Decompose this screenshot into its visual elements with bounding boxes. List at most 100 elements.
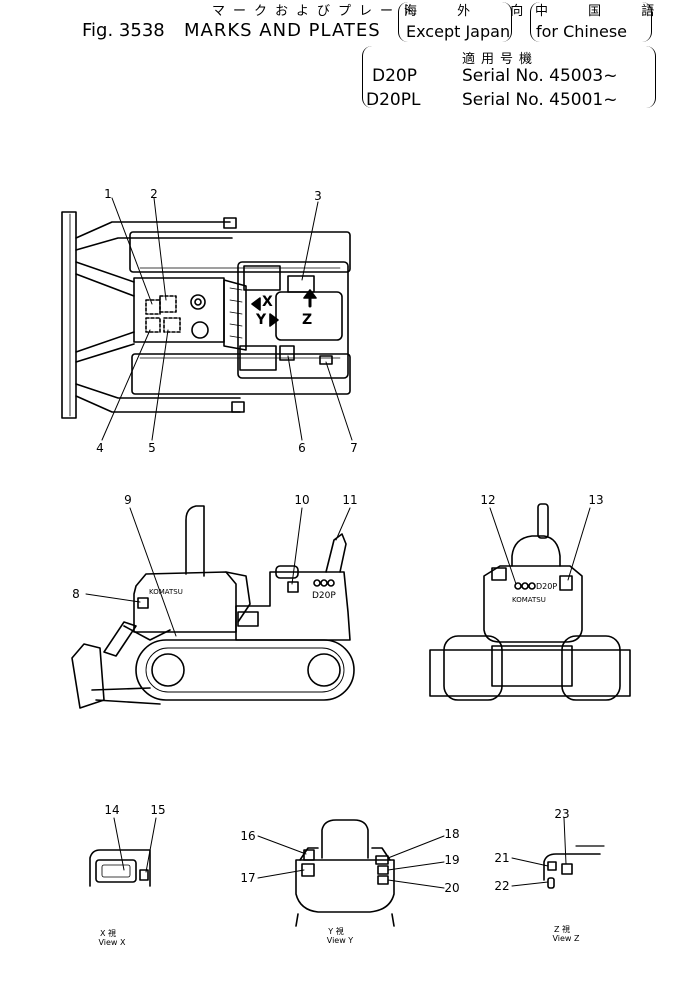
plate-4-location [145, 317, 161, 333]
plate-6-location [279, 345, 295, 361]
plate-5-location [163, 317, 181, 333]
view-x-jp: X 視 [100, 929, 116, 938]
callout-10: 10 [294, 493, 309, 507]
blade-side [71, 643, 105, 709]
applicable-models-jp: 適用号機 [462, 52, 539, 67]
blade-rear [429, 649, 631, 697]
plate-1-location [145, 299, 161, 315]
plate-20-location [377, 875, 389, 885]
view-y-jp: Y 視 [327, 927, 343, 936]
serial-1: Serial No. 45003~ [462, 66, 618, 86]
marker-z: Z [302, 312, 312, 328]
callout-22: 22 [494, 879, 509, 893]
track-side [135, 639, 355, 701]
track-left [129, 231, 351, 273]
rear-brand-plate: KOMATSU [512, 596, 546, 604]
callout-2: 2 [150, 187, 158, 201]
exhaust-stack [185, 505, 205, 577]
model-1: D20P [372, 66, 417, 86]
push-arm-upper [75, 221, 233, 251]
view-x-label: View X [98, 938, 126, 947]
cab-top [237, 261, 349, 379]
track-right [131, 353, 351, 395]
track-rear-right [561, 635, 621, 701]
rear-body [483, 565, 583, 643]
hood-side [133, 571, 237, 633]
view-y-label: View Y [327, 936, 354, 945]
except-japan-label: Except Japan [406, 22, 511, 41]
title-japanese: マークおよびプレート [212, 4, 423, 19]
callout-12: 12 [480, 493, 495, 507]
callout-11: 11 [342, 493, 357, 507]
plate-3-location [287, 275, 315, 293]
plate-13-location [559, 575, 573, 591]
callout-1: 1 [104, 187, 112, 201]
serial-bracket [362, 46, 656, 108]
hood-brand-plate: KOMATSU [149, 588, 183, 596]
callout-13: 13 [588, 493, 603, 507]
view-z-detail [543, 845, 605, 889]
page-title: MARKS AND PLATES [184, 20, 381, 41]
plate-8-location [137, 597, 149, 609]
callout-15: 15 [150, 803, 165, 817]
view-z-jp: Z 視 [554, 925, 570, 934]
callout-5: 5 [148, 441, 156, 455]
rear-body-y [295, 859, 395, 913]
except-japan-jp: 海 外 向 [404, 4, 542, 19]
figure-number: Fig. 3538 [82, 20, 165, 41]
view-z-label: View Z [552, 934, 580, 943]
marker-x: X [262, 294, 273, 310]
callout-8: 8 [72, 587, 80, 601]
plate-21-location [547, 861, 557, 871]
callout-20: 20 [444, 881, 459, 895]
serial-2: Serial No. 45001~ [462, 90, 618, 110]
rear-frame [491, 645, 573, 687]
callout-21: 21 [494, 851, 509, 865]
callout-9: 9 [124, 493, 132, 507]
view-y-arrow [269, 313, 279, 327]
callout-3: 3 [314, 189, 322, 203]
plate-19-location [377, 865, 389, 875]
seat-rear [511, 535, 561, 567]
marker-y: Y [255, 312, 267, 328]
callout-18: 18 [444, 827, 459, 841]
leader-lines [85, 197, 591, 889]
view-x-arrow [251, 297, 261, 311]
callout-14: 14 [104, 803, 119, 817]
plate-2-location [159, 295, 177, 313]
callout-16: 16 [240, 829, 255, 843]
seat-back-side [325, 533, 347, 573]
plate-22-location [547, 877, 555, 889]
view-y-detail [295, 819, 395, 927]
callout-7: 7 [350, 441, 358, 455]
chinese-bracket [530, 2, 652, 42]
callout-4: 4 [96, 441, 104, 455]
filler-cap [190, 294, 206, 310]
callout-6: 6 [298, 441, 306, 455]
callout-19: 19 [444, 853, 459, 867]
except-japan-bracket [398, 2, 512, 42]
plate-23-location [561, 863, 573, 875]
plate-15-location [139, 869, 149, 881]
push-arm-lower [75, 383, 241, 413]
plate-16-location [303, 849, 315, 861]
callout-17: 17 [240, 871, 255, 885]
chinese-label: for Chinese [536, 22, 628, 41]
plate-7-location [319, 355, 333, 365]
rear-view [429, 503, 631, 701]
rear-model-plate: D20P [536, 582, 557, 591]
rear-body-side [235, 571, 351, 641]
plate-18-location [375, 855, 389, 865]
top-view [61, 211, 351, 419]
callout-23: 23 [554, 807, 569, 821]
side-model-plate: D20P [312, 591, 336, 601]
chinese-jp: 中 国 語 [535, 4, 673, 19]
plate-10-location [287, 581, 299, 593]
track-rear-left [443, 635, 503, 701]
side-view [71, 505, 355, 709]
blade-top [61, 211, 77, 419]
view-x-detail [89, 849, 151, 887]
exhaust-pipe-top [191, 321, 209, 339]
model-2: D20PL [366, 90, 421, 110]
